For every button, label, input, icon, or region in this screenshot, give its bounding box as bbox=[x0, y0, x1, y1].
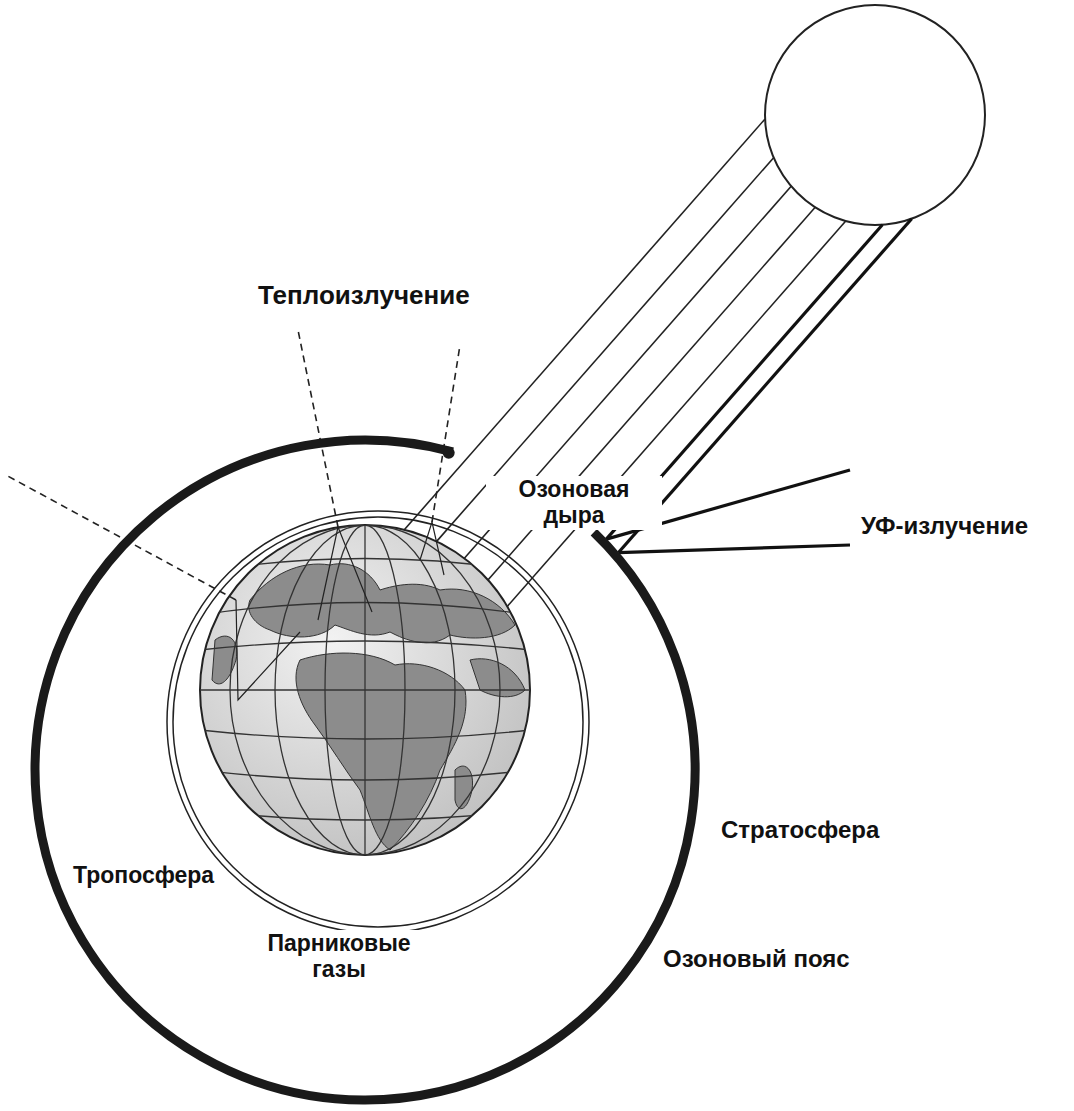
sun bbox=[765, 5, 985, 225]
greenhouse-gases-label: Парниковые газы bbox=[246, 930, 432, 984]
troposphere-ring bbox=[173, 517, 583, 927]
ozone-hole-label: Озоновая дыра bbox=[486, 476, 662, 530]
globe bbox=[200, 525, 530, 855]
uv-reflection bbox=[619, 545, 850, 553]
troposphere-ring bbox=[167, 511, 589, 933]
stratosphere-label: Стратосфера bbox=[718, 816, 882, 845]
sun-ray bbox=[404, 119, 765, 530]
ozone-layer bbox=[35, 440, 695, 1100]
sun-ray bbox=[464, 186, 791, 558]
reflected-radiation bbox=[236, 522, 444, 700]
heat-radiation-label: Теплоизлучение bbox=[255, 280, 473, 311]
uv-radiation-label: УФ-излучение bbox=[858, 512, 1031, 541]
ozone-belt bbox=[35, 440, 695, 1100]
ozone-edge bbox=[443, 447, 455, 459]
sun-ray bbox=[507, 221, 845, 606]
ozone-belt-label: Озоновый пояс bbox=[660, 945, 853, 974]
sun-rays bbox=[404, 119, 911, 607]
uv-ray bbox=[619, 219, 912, 553]
sun-ray bbox=[437, 158, 774, 542]
troposphere-label: Тропосфера bbox=[70, 862, 217, 890]
